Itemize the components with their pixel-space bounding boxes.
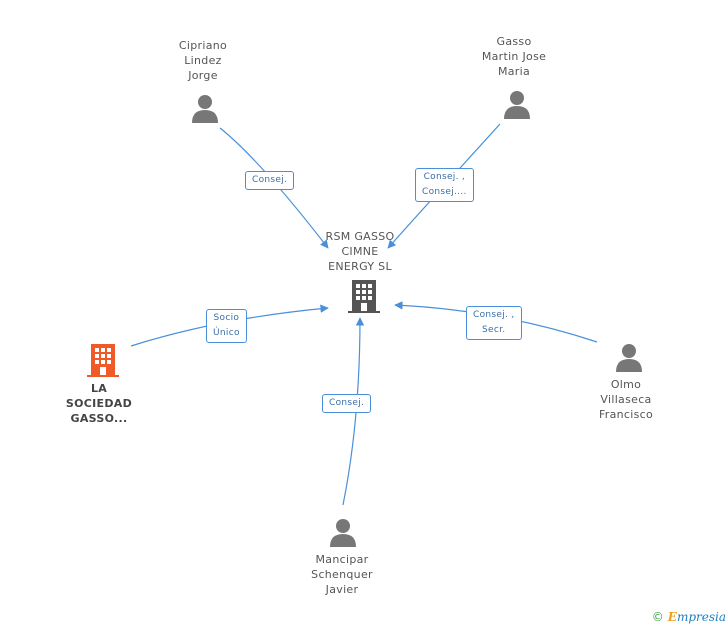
building-icon[interactable]: [86, 342, 120, 378]
brand-name: mpresia: [676, 610, 726, 624]
person-name-line: Villaseca: [600, 393, 652, 406]
role-line: Consej.: [329, 398, 365, 408]
owner-name-line-2: SOCIEDAD: [65, 397, 133, 410]
role-label-gasso[interactable]: Consej. , Consej....: [415, 168, 474, 202]
person-name-line: Mancipar: [315, 553, 369, 566]
person-name-line: Lindez: [184, 54, 222, 67]
footer-brand[interactable]: ©Empresia: [652, 610, 726, 624]
person-name-line: Jorge: [188, 69, 218, 82]
person-icon[interactable]: [502, 89, 532, 119]
role-label-cipriano[interactable]: Consej.: [245, 171, 295, 190]
center-name-line-2: CIMNE: [341, 245, 379, 258]
person-name-mancipar[interactable]: Mancipar Schenquer Javier: [282, 552, 402, 597]
role-line: Secr.: [482, 325, 506, 335]
person-name-line: Javier: [325, 583, 359, 596]
person-name-line: Gasso: [496, 35, 532, 48]
owner-name-line-3: GASSO...: [70, 412, 128, 425]
role-line: Único: [213, 328, 240, 338]
center-name-line-1: RSM GASSO: [325, 230, 395, 243]
person-name-line: Schenquer: [311, 568, 373, 581]
building-icon[interactable]: [347, 278, 381, 314]
owner-name-line-1: LA: [90, 382, 108, 395]
center-name-line-3: ENERGY SL: [328, 260, 392, 273]
brand-logo: Empresia: [668, 610, 726, 624]
person-icon[interactable]: [190, 93, 220, 123]
person-name-cipriano[interactable]: Cipriano Lindez Jorge: [143, 38, 263, 83]
person-name-olmo[interactable]: Olmo Villaseca Francisco: [566, 377, 686, 422]
role-line: Consej.: [252, 175, 288, 185]
person-name-line: Martin Jose: [481, 50, 547, 63]
edge-mancipar: [342, 317, 365, 506]
brand-letter: E: [667, 610, 677, 624]
role-label-mancipar[interactable]: Consej.: [322, 394, 372, 413]
person-name-line: Francisco: [598, 408, 654, 421]
role-label-olmo[interactable]: Consej. , Secr.: [466, 306, 522, 340]
role-line: Consej....: [422, 187, 467, 197]
person-name-line: Olmo: [610, 378, 642, 391]
person-icon[interactable]: [328, 517, 358, 547]
person-icon[interactable]: [614, 342, 644, 372]
person-name-line: Maria: [497, 65, 531, 78]
copyright-icon: ©: [651, 610, 664, 624]
owner-company-name[interactable]: LA SOCIEDAD GASSO...: [39, 381, 159, 426]
person-name-gasso[interactable]: Gasso Martin Jose Maria: [454, 34, 574, 79]
center-company-name[interactable]: RSM GASSO CIMNE ENERGY SL: [300, 229, 420, 274]
role-line: Socio: [213, 313, 240, 323]
role-label-owner[interactable]: Socio Único: [206, 309, 247, 343]
person-name-line: Cipriano: [178, 39, 228, 52]
role-line: Consej. ,: [473, 310, 515, 320]
role-line: Consej. ,: [423, 172, 466, 182]
